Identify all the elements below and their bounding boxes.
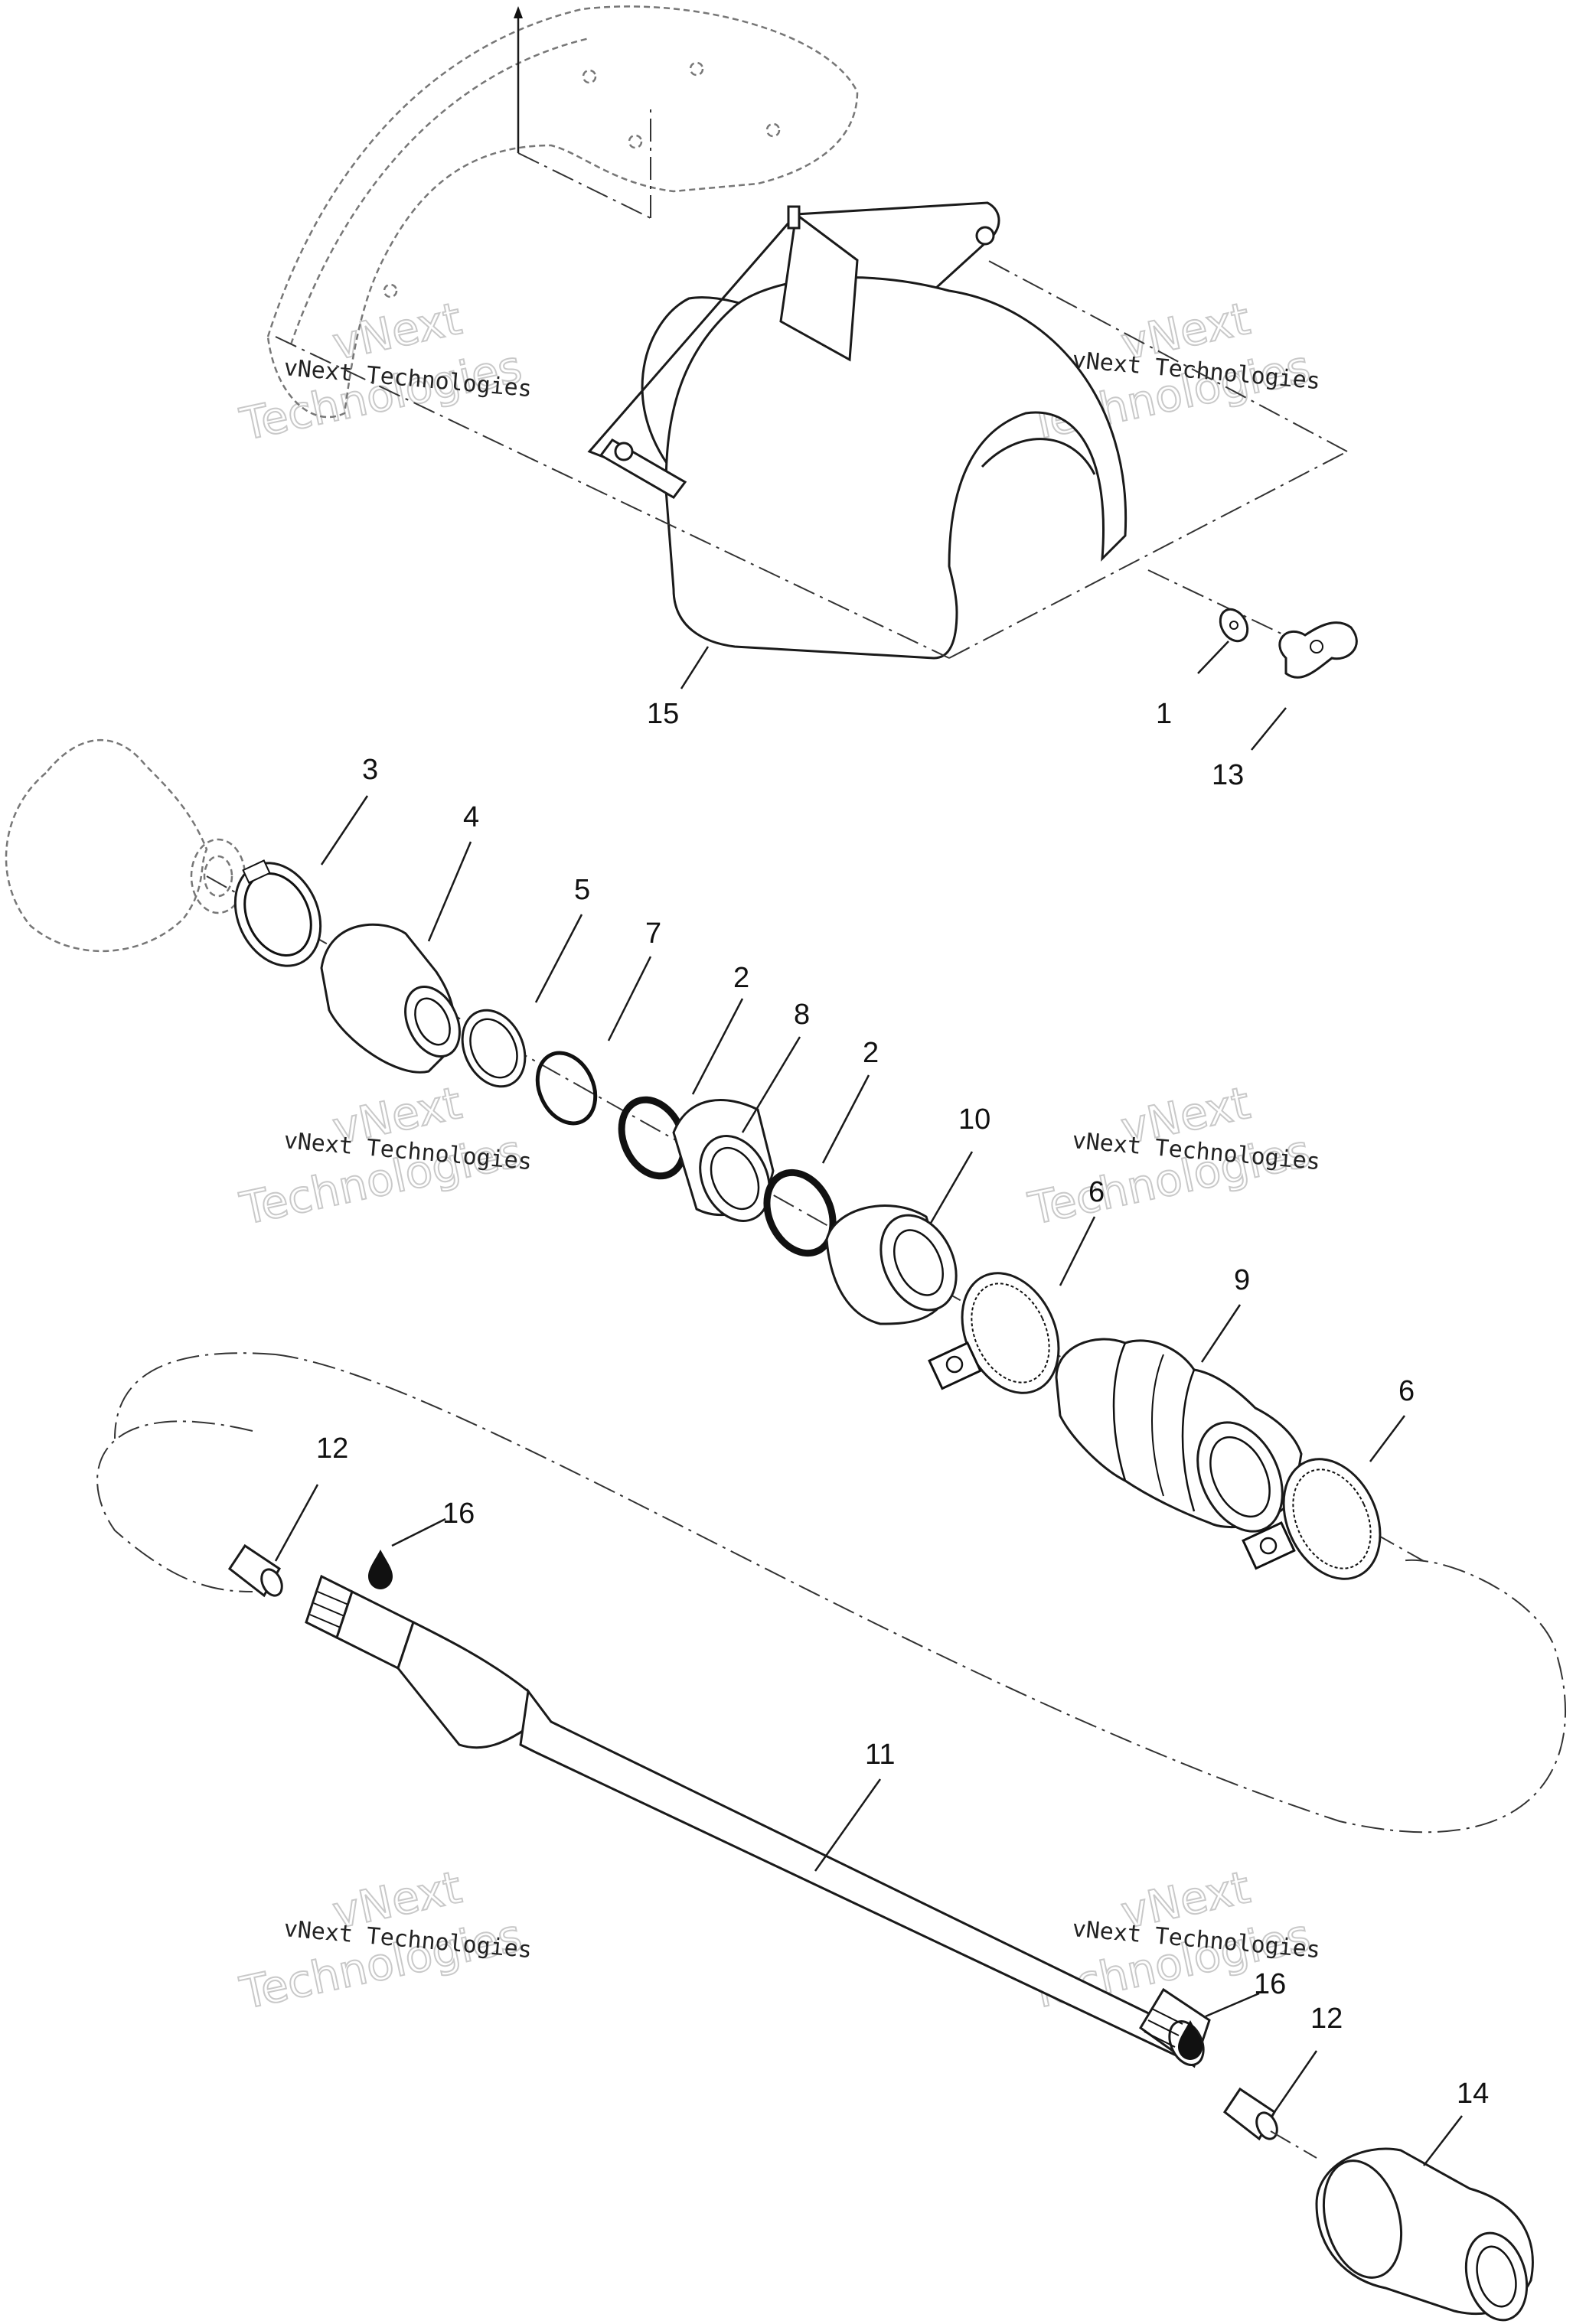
bottom-axis-line [1270,2130,1317,2159]
callout-2: 2 [863,1037,879,1069]
oil-drop-icon [368,1550,393,1589]
callout-5: 5 [574,874,590,906]
watermark-mid-right: vNext Technologies vNext Technologies [1023,1076,1321,1236]
part-7-o-ring [535,1051,598,1126]
watermark-top-left: vNext Technologies vNext Technologies [235,292,533,451]
part-10-sleeve [825,1204,958,1325]
loop-chain-line-left [114,1352,276,1439]
part-9-bellows [1055,1338,1303,1533]
callout-labels: 1 13 15 3 4 5 7 2 8 2 10 6 9 6 12 16 11 … [316,698,1489,2110]
part-4-coupler-boot [320,923,461,1074]
part-12-pin [227,1543,283,1598]
part-15-pump-cover [587,201,1127,660]
part-8-bushing [672,1099,775,1222]
watermark-bottom-left: vNext Technologies vNext Technologies [235,1860,533,2020]
callout-4: 4 [463,801,479,833]
part-1-washer [1219,608,1249,643]
loop-chain-line [96,1354,1567,1833]
part-11-drive-shaft [305,1574,1211,2068]
callout-8: 8 [794,999,810,1031]
leader-lines [274,640,1463,2166]
part-5-small-clamp [461,1009,527,1088]
watermark-mid-left: vNext Technologies vNext Technologies [235,1076,533,1236]
callout-1: 1 [1156,698,1172,730]
part-14-bearing-housing [1315,2147,1534,2322]
callout-10: 10 [958,1103,990,1136]
callout-2: 2 [733,962,749,994]
part-12-pin [1222,2087,1278,2141]
part-6-hose-clamp [928,1272,1060,1394]
callout-11: 11 [865,1739,895,1771]
callout-15: 15 [647,698,679,730]
part-6-hose-clamp [1242,1458,1382,1580]
ghost-impeller-housing [5,738,246,953]
oil-drop-icon [1178,2020,1203,2060]
callout-7: 7 [645,918,661,950]
callout-12: 12 [1310,2003,1343,2035]
callout-13: 13 [1212,759,1244,791]
callout-14: 14 [1457,2078,1489,2110]
callout-6: 6 [1088,1176,1105,1208]
part-2-o-ring [763,1169,837,1257]
up-arrow [514,6,651,219]
ghost-hull-bracket [266,5,859,419]
callout-6: 6 [1398,1375,1415,1407]
callout-3: 3 [362,754,378,786]
callout-12: 12 [316,1433,348,1465]
callout-9: 9 [1234,1264,1250,1296]
callout-16: 16 [1254,1968,1286,2000]
part-3-clamp [233,859,322,967]
callout-16: 16 [442,1498,475,1530]
part-13-wing-nut [1278,621,1358,679]
